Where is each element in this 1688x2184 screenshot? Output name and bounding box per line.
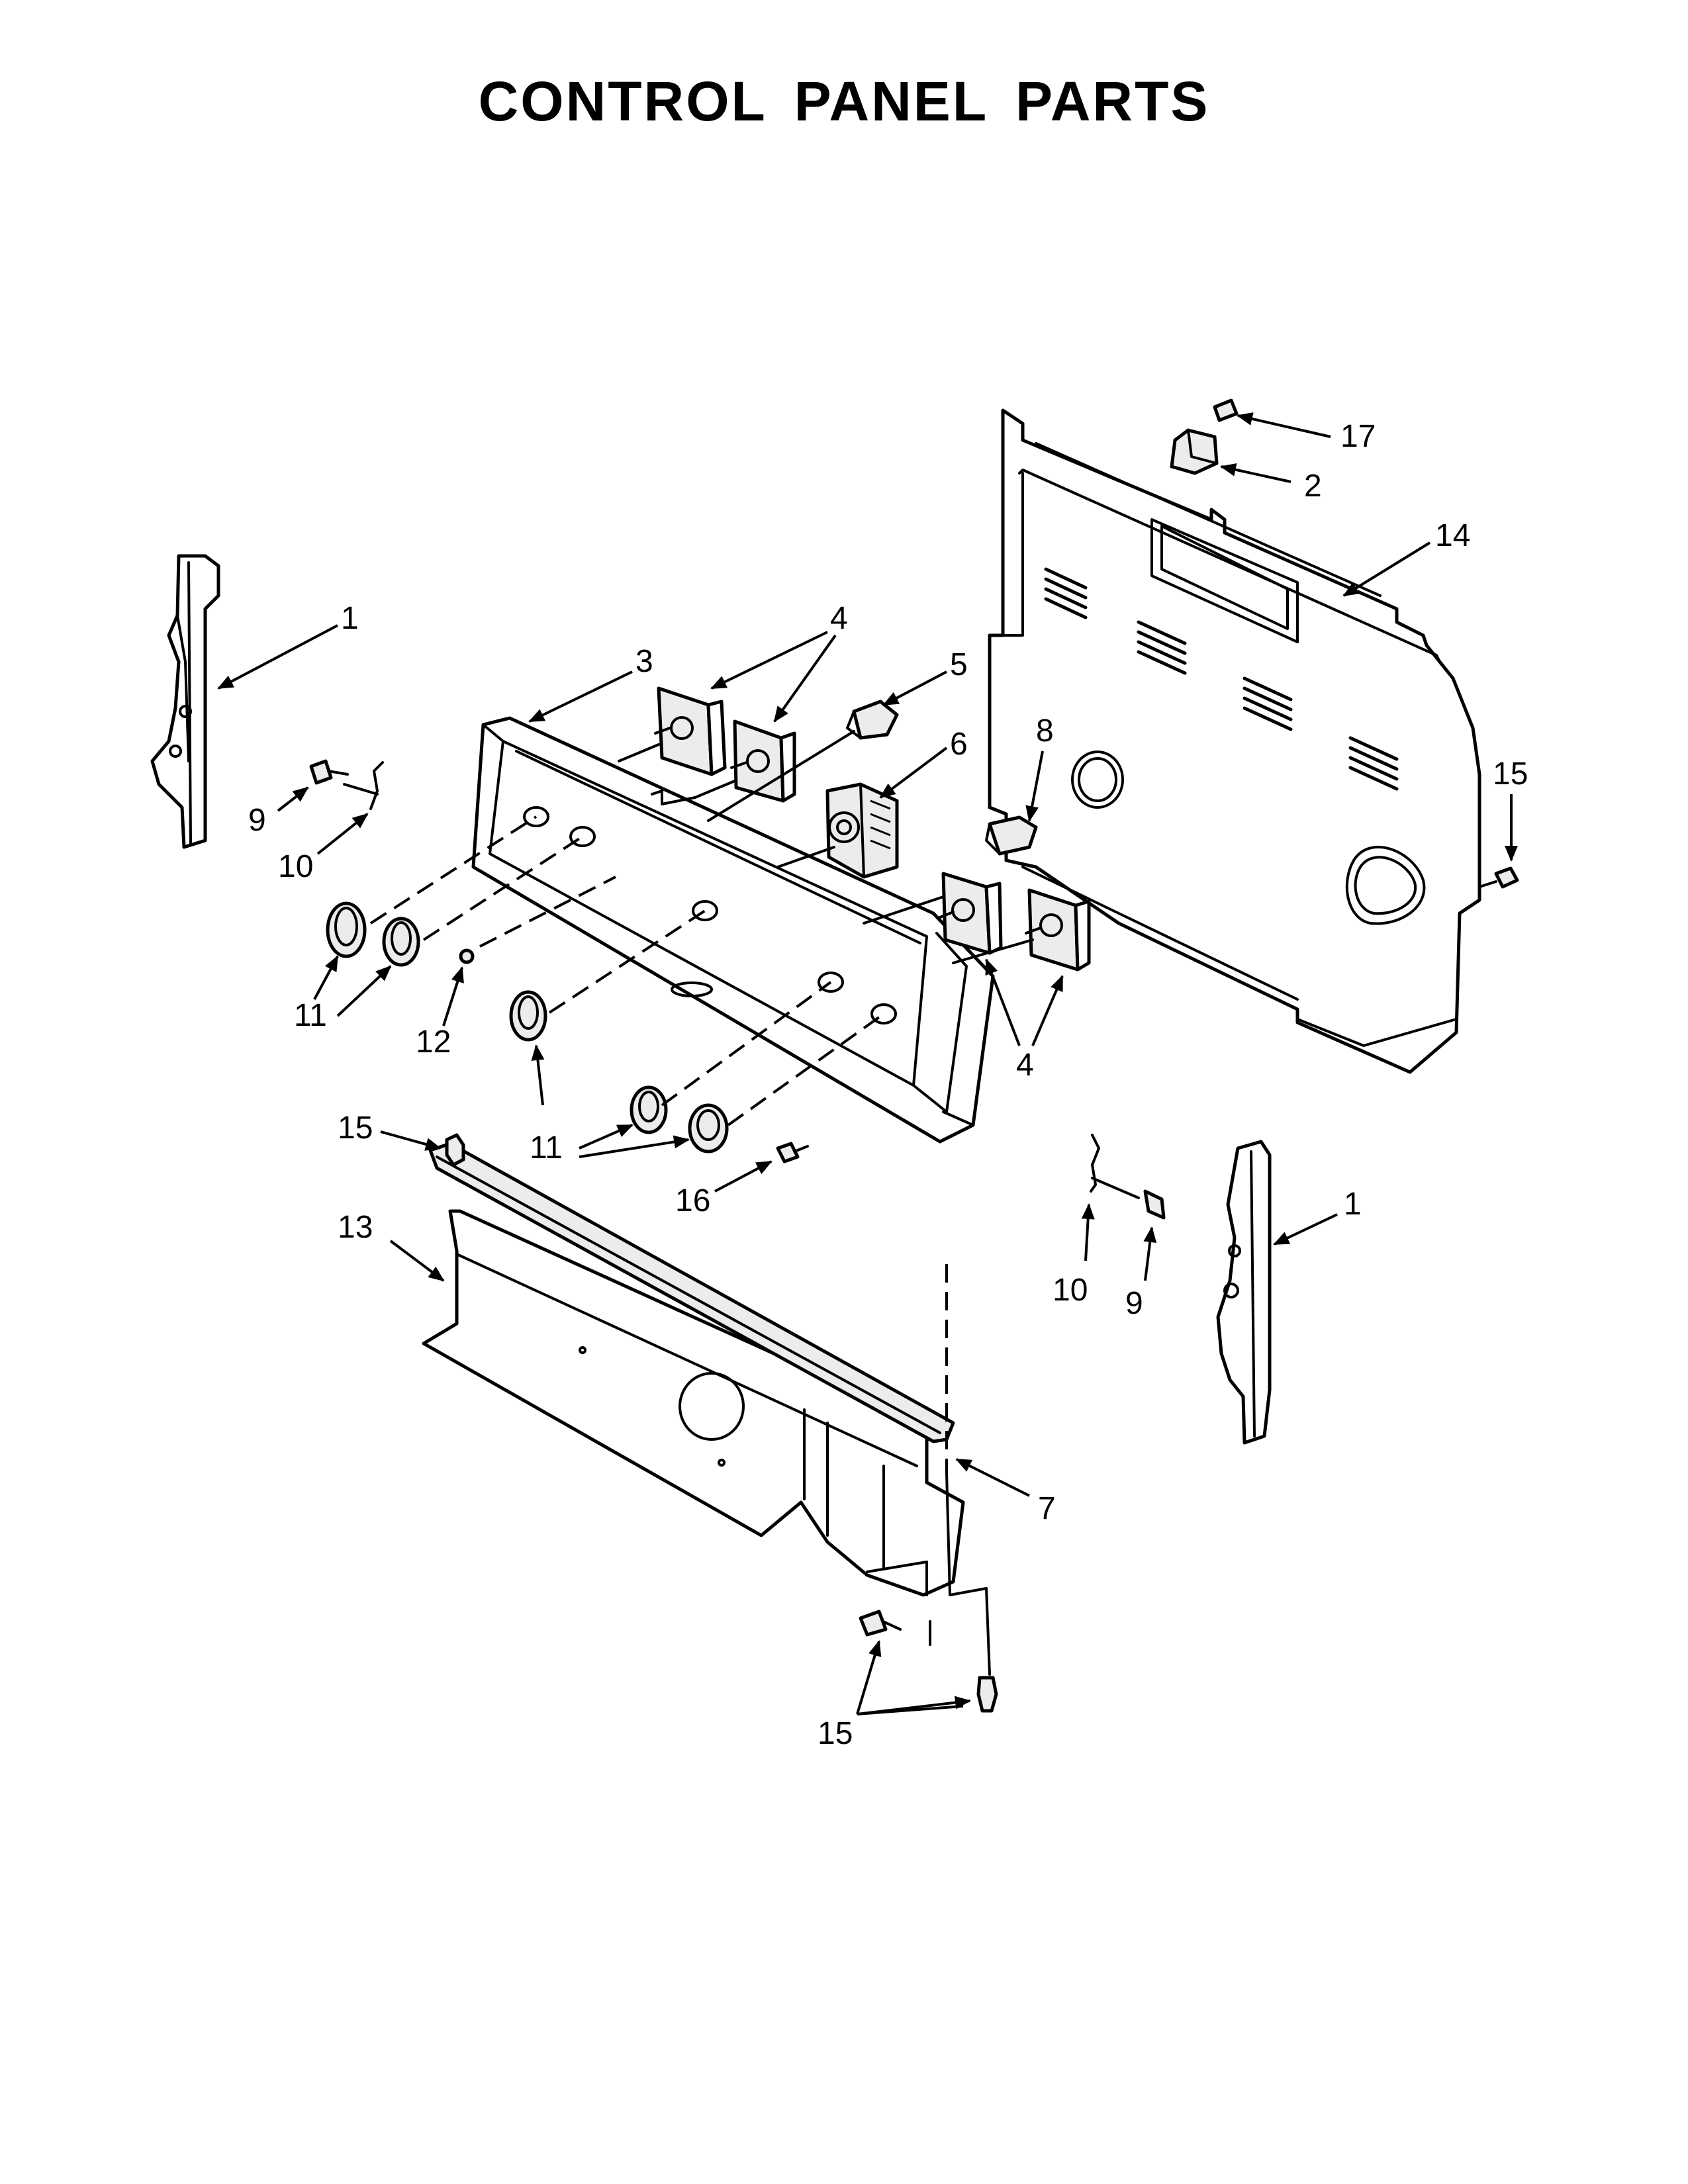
screw-17 [1213, 398, 1239, 422]
infinite-switch-upper-left [654, 686, 727, 776]
callout-3: 3 [635, 644, 653, 679]
screw-9-left [309, 759, 349, 785]
callout-2: 2 [1304, 469, 1322, 504]
callout-8: 8 [1036, 713, 1054, 749]
logo-badge [671, 981, 713, 997]
callout-4-bottom: 4 [1016, 1048, 1034, 1083]
callout-14: 14 [1435, 518, 1470, 553]
control-console [471, 716, 995, 1144]
control-knob-11e [688, 1103, 729, 1154]
screw-9-right [1143, 1189, 1166, 1220]
vent-slots-right [1348, 736, 1399, 791]
end-cap-left [150, 554, 220, 849]
callout-9-right: 9 [1125, 1286, 1143, 1321]
oval-cutout [1345, 846, 1426, 925]
callout-11-lower: 11 [530, 1130, 563, 1165]
control-knob-11c [509, 990, 547, 1042]
callout-10-right: 10 [1053, 1273, 1088, 1308]
bracket-2 [1170, 428, 1219, 475]
callout-11-left: 11 [294, 998, 327, 1033]
rear-console-panel [988, 408, 1481, 1074]
vent-slots-center [1137, 620, 1187, 675]
callout-16: 16 [675, 1183, 710, 1218]
control-knob-11d [630, 1085, 668, 1134]
vent-slots-right-upper [1243, 676, 1293, 731]
control-module-6 [825, 782, 899, 879]
callout-15-right: 15 [1493, 756, 1528, 792]
screw-15-lower-right [976, 1676, 998, 1713]
vent-slots-left [1044, 567, 1088, 619]
control-knob-11a [326, 901, 367, 958]
callout-7: 7 [1038, 1491, 1056, 1526]
callout-6: 6 [950, 727, 968, 762]
page-title: CONTROL PANEL PARTS [478, 70, 1210, 132]
screw-15-lower-left [859, 1610, 902, 1637]
infinite-switch-lower-left [939, 872, 1003, 955]
callout-4-top: 4 [830, 601, 848, 636]
callout-15-lower: 15 [818, 1716, 853, 1751]
rear-cover-13 [422, 1209, 965, 1597]
infinite-switch-upper-right [730, 719, 796, 803]
screw-16 [776, 1142, 809, 1163]
clip-10-left [343, 761, 384, 810]
infinite-switch-lower-right [1025, 888, 1091, 972]
screw-12 [459, 948, 475, 964]
callout-1-right: 1 [1344, 1187, 1362, 1222]
callout-13: 13 [338, 1210, 373, 1245]
end-cap-right [1216, 1140, 1272, 1445]
screw-15-right [1478, 866, 1519, 889]
console-knob-holes [523, 806, 897, 1024]
callout-10-left: 10 [278, 849, 313, 884]
callout-15-upper: 15 [338, 1111, 373, 1146]
clip-10-right [1090, 1134, 1140, 1199]
switch-part-8 [985, 815, 1038, 856]
control-knob-11b [382, 917, 420, 967]
callout-9-left: 9 [248, 803, 266, 838]
callout-12: 12 [416, 1024, 451, 1060]
callout-17: 17 [1340, 419, 1376, 454]
screw-15-upper [445, 1133, 465, 1167]
switch-part-5 [846, 700, 899, 740]
callout-5: 5 [950, 647, 968, 682]
callout-1-left: 1 [341, 601, 359, 636]
